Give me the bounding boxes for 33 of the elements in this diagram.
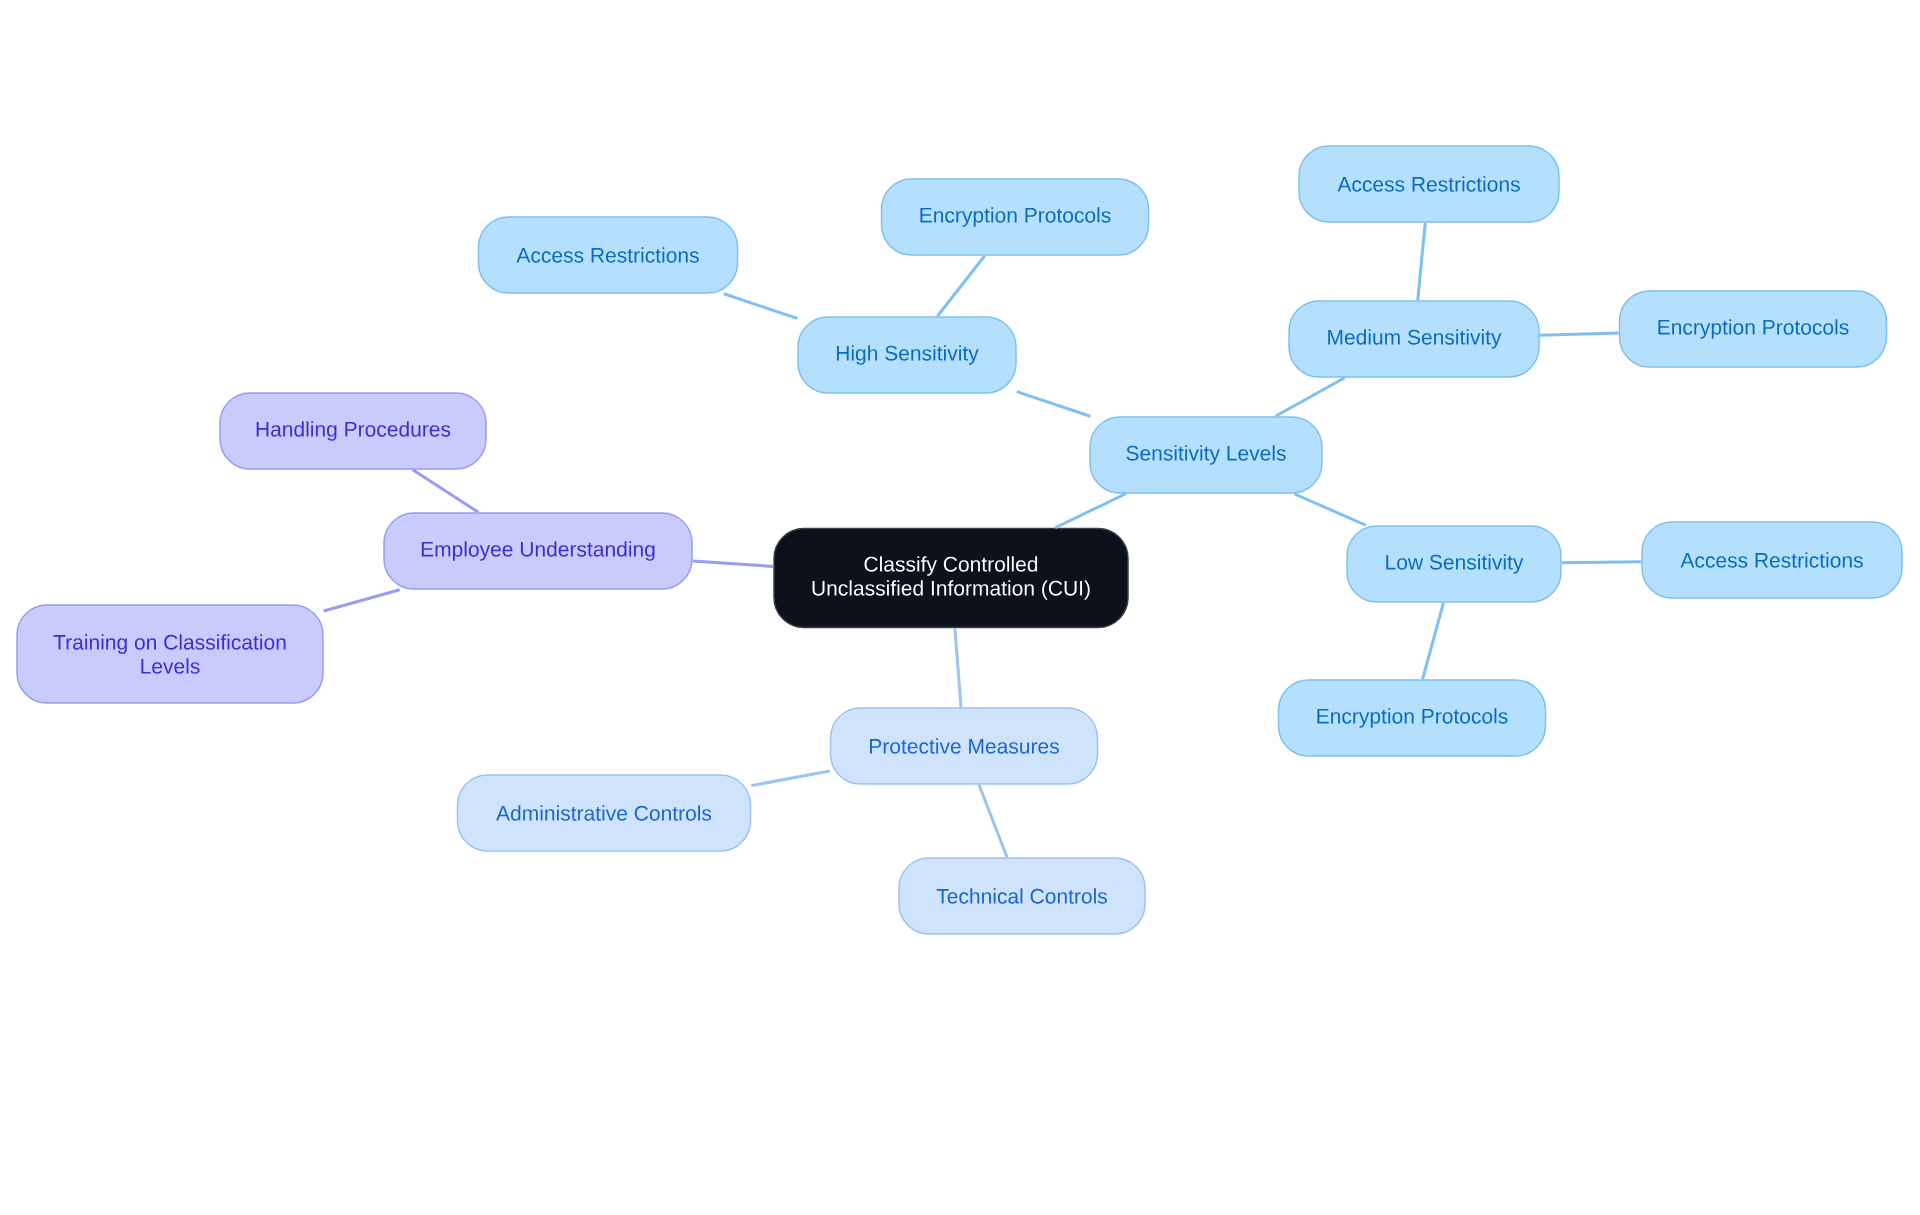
topic-box: Medium Sensitivity [1288,300,1540,378]
topic-box: Low Sensitivity [1346,525,1562,603]
connector-line [1293,492,1367,527]
topic-box: Encryption Protocols [880,178,1150,256]
connector-line [1416,222,1427,301]
connector-line [1054,492,1127,530]
connector-line [1539,331,1619,337]
topic-box: Handling Procedures [219,392,487,470]
topic-box: Encryption Protocols [1618,290,1888,368]
topic-box: Training on Classification Levels [16,604,324,704]
connector-line [1274,376,1346,418]
topic-box: Encryption Protocols [1277,679,1547,757]
connector-line [692,559,774,568]
connector-line [1421,602,1445,680]
connector-line [323,588,401,613]
connector-line [723,292,798,320]
central-topic-box: Classify Controlled Unclassified Information (CUI) [773,527,1129,629]
topic-box: Administrative Controls [456,774,752,852]
topic-box: Access Restrictions [477,216,739,294]
topic-box: Access Restrictions [1641,521,1903,599]
topic-box: Technical Controls [898,857,1146,935]
connector-line [1016,390,1091,418]
connector-line [411,468,480,514]
topic-box: Sensitivity Levels [1089,416,1323,494]
connector-line [953,628,963,708]
topic-box: Employee Understanding [383,512,693,590]
topic-box: Protective Measures [829,707,1099,785]
connector-line [751,769,831,788]
topic-box: Access Restrictions [1298,145,1560,223]
connector-line [936,254,986,318]
connector-line [977,784,1009,858]
connector-line [1561,560,1642,565]
topic-box: High Sensitivity [797,316,1017,394]
